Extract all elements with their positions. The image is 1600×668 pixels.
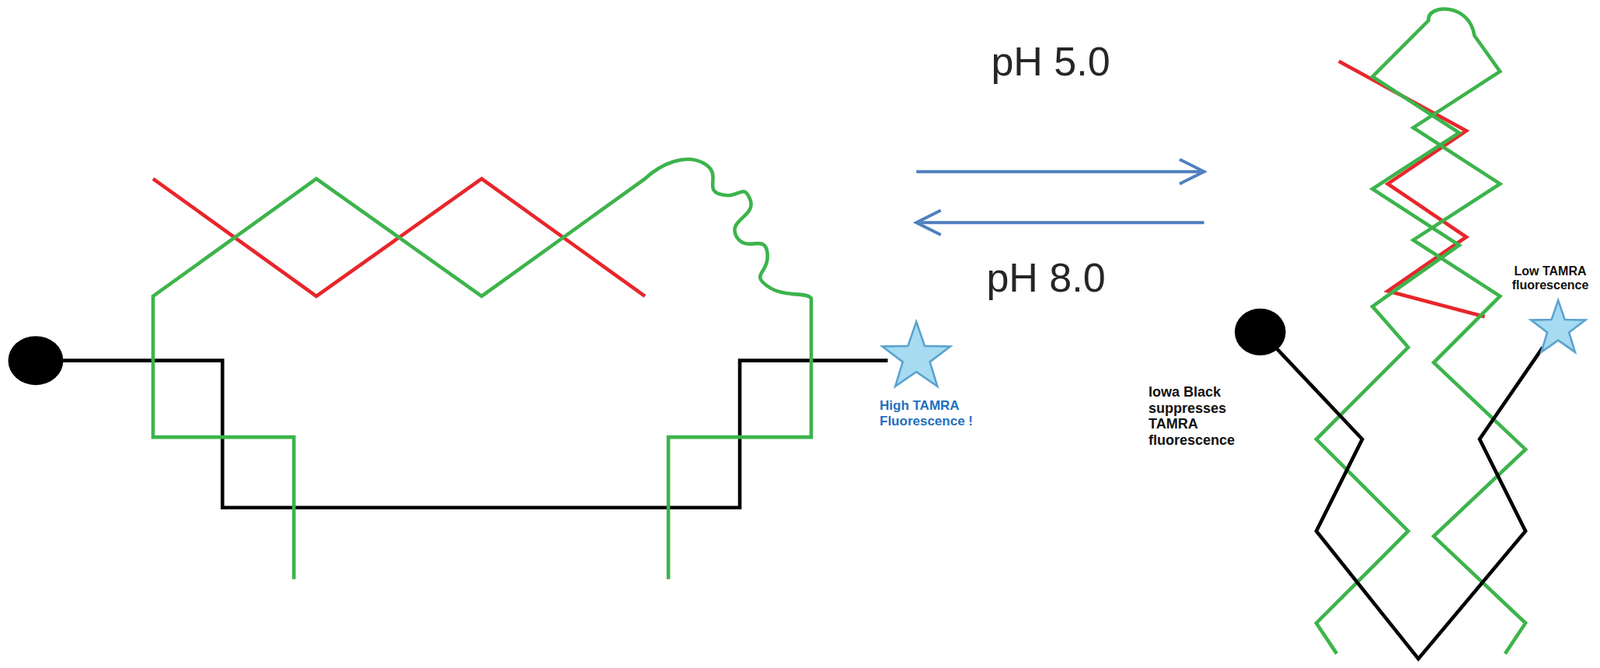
forward-arrow — [916, 170, 1200, 174]
green-strand — [153, 159, 812, 579]
reverse-arrow — [920, 220, 1204, 224]
ph-condition-label: pH 5.0 — [953, 38, 1148, 86]
quencher-note: Iowa Black suppresses TAMRA fluorescence — [1148, 383, 1258, 449]
reverse-arrowhead — [916, 210, 942, 236]
green-strand — [1316, 9, 1526, 654]
forward-arrowhead — [1179, 159, 1205, 185]
black-strand — [35, 360, 888, 508]
fluorescence-note: Low TAMRA fluorescence — [1504, 264, 1597, 293]
tamra-star — [1530, 299, 1586, 353]
quencher-dot — [1234, 308, 1287, 356]
tamra-star — [881, 321, 950, 387]
quencher-dot — [8, 335, 64, 385]
fluorescence-note: High TAMRA Fluorescence ! — [879, 397, 997, 429]
ph-condition-label: pH 8.0 — [948, 254, 1144, 302]
black-strand — [1275, 347, 1543, 659]
